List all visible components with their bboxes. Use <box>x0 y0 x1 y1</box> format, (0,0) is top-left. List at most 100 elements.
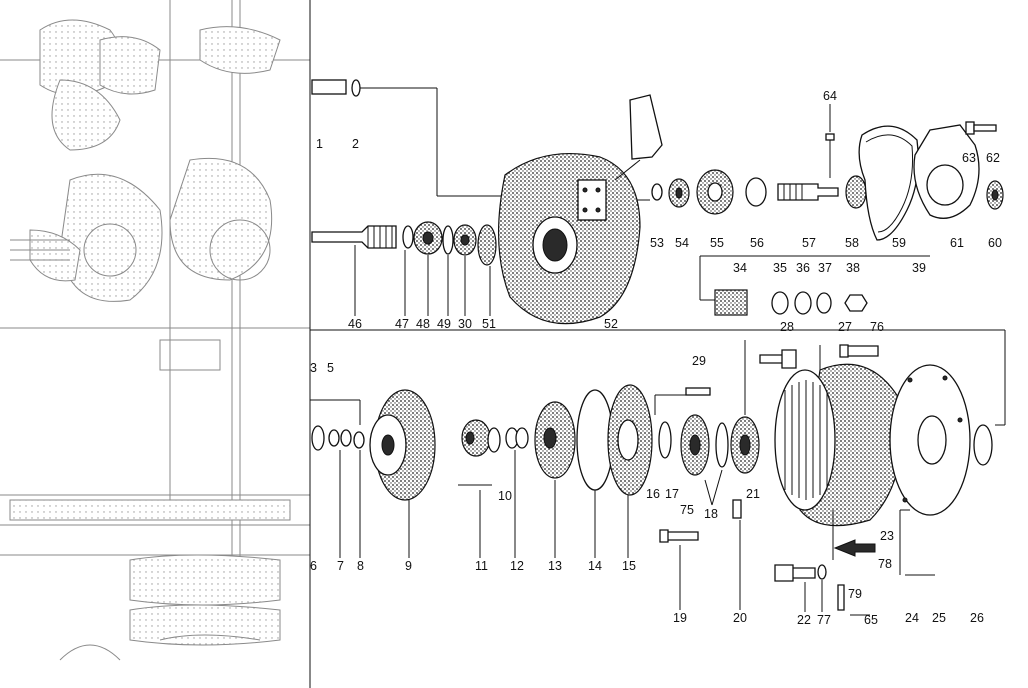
label-3: 3 <box>310 361 317 375</box>
part-hub-34 <box>714 289 748 316</box>
part-ring-35 <box>771 291 789 315</box>
label-39: 39 <box>912 261 926 275</box>
part-pin-64 <box>825 133 835 141</box>
label-11: 11 <box>475 559 488 573</box>
label-7: 7 <box>337 559 344 573</box>
part-ring-53 <box>651 183 663 201</box>
label-76: 76 <box>870 320 884 334</box>
label-49: 49 <box>437 317 451 331</box>
label-48: 48 <box>416 317 430 331</box>
label-65: 65 <box>864 613 878 627</box>
arrow-78 <box>833 539 876 557</box>
label-78: 78 <box>878 557 892 571</box>
label-62: 62 <box>986 151 1000 165</box>
label-24: 24 <box>905 611 919 625</box>
label-19: 19 <box>673 611 687 625</box>
label-22: 22 <box>797 613 811 627</box>
label-61: 61 <box>950 236 964 250</box>
label-54: 54 <box>675 236 689 250</box>
part-shaft-57 <box>777 183 839 201</box>
part-bolt-63 <box>965 121 975 135</box>
label-34: 34 <box>733 261 747 275</box>
label-58: 58 <box>845 236 859 250</box>
label-25: 25 <box>932 611 946 625</box>
label-18: 18 <box>704 507 718 521</box>
label-30: 30 <box>458 317 472 331</box>
label-15: 15 <box>622 559 636 573</box>
part-ring-7 <box>353 431 365 449</box>
label-64: 64 <box>823 89 837 103</box>
label-53: 53 <box>650 236 664 250</box>
label-59: 59 <box>892 236 906 250</box>
label-23: 23 <box>880 529 894 543</box>
label-20: 20 <box>733 611 747 625</box>
part-ring-17 <box>715 422 729 468</box>
frame-lines <box>309 0 1006 688</box>
label-10: 10 <box>498 489 512 503</box>
label-26: 26 <box>970 611 984 625</box>
part-ring-26 <box>973 424 993 466</box>
part-bearing-58 <box>845 175 867 209</box>
part-ring-37 <box>816 292 832 314</box>
label-2: 2 <box>352 137 359 151</box>
label-12: 12 <box>510 559 524 573</box>
label-14: 14 <box>588 559 602 573</box>
label-29: 29 <box>692 354 706 368</box>
part-bolt-19 <box>659 529 699 543</box>
part-plate <box>577 179 607 221</box>
part-pin-1 <box>311 79 347 95</box>
label-56: 56 <box>750 236 764 250</box>
label-51: 51 <box>482 317 496 331</box>
label-13: 13 <box>548 559 562 573</box>
background-ghost-drawing <box>0 0 310 661</box>
label-35: 35 <box>773 261 787 275</box>
label-28: 28 <box>780 320 794 334</box>
label-6: 6 <box>310 559 317 573</box>
label-60: 60 <box>988 236 1002 250</box>
label-46: 46 <box>348 317 362 331</box>
label-55: 55 <box>710 236 724 250</box>
label-57: 57 <box>802 236 816 250</box>
part-seal-56 <box>745 177 767 207</box>
label-27: 27 <box>838 320 852 334</box>
part-ring-49 <box>442 225 454 255</box>
part-gasket-59 <box>858 125 919 241</box>
label-52: 52 <box>604 317 618 331</box>
part-pin-79 <box>837 584 845 611</box>
label-36: 36 <box>796 261 810 275</box>
label-21: 21 <box>746 487 760 501</box>
part-ring-5 <box>328 429 340 447</box>
part-nut-38 <box>844 294 868 312</box>
label-77: 77 <box>817 613 831 627</box>
part-bolt-29 <box>685 387 711 396</box>
label-38: 38 <box>846 261 860 275</box>
part-bolt-20 <box>732 499 742 519</box>
label-9: 9 <box>405 559 412 573</box>
part-shaft-46 <box>311 225 397 249</box>
label-47: 47 <box>395 317 409 331</box>
part-washer-77 <box>817 564 827 580</box>
label-75: 75 <box>680 503 694 517</box>
leader-lines <box>339 104 834 612</box>
part-bracket <box>629 94 663 160</box>
part-ring-2 <box>351 79 361 97</box>
label-37: 37 <box>818 261 832 275</box>
part-3 <box>311 425 325 451</box>
part-ring-47 <box>402 225 414 249</box>
lower-assembly <box>311 344 993 616</box>
part-ring-16 <box>658 421 672 459</box>
part-bolt-28 <box>759 349 797 369</box>
upper-assembly <box>311 79 1004 325</box>
callout-labels: 1 2 3 5 6 7 8 9 10 11 12 13 14 15 16 17 … <box>310 89 1002 627</box>
part-bolt-27 <box>839 344 879 358</box>
part-bolt-22 <box>774 564 816 582</box>
part-ring-36 <box>794 291 812 315</box>
part-gear-51 <box>477 224 497 266</box>
label-63: 63 <box>962 151 976 165</box>
label-16: 16 <box>646 487 660 501</box>
label-8: 8 <box>357 559 364 573</box>
label-1: 1 <box>316 137 323 151</box>
label-5: 5 <box>327 361 334 375</box>
